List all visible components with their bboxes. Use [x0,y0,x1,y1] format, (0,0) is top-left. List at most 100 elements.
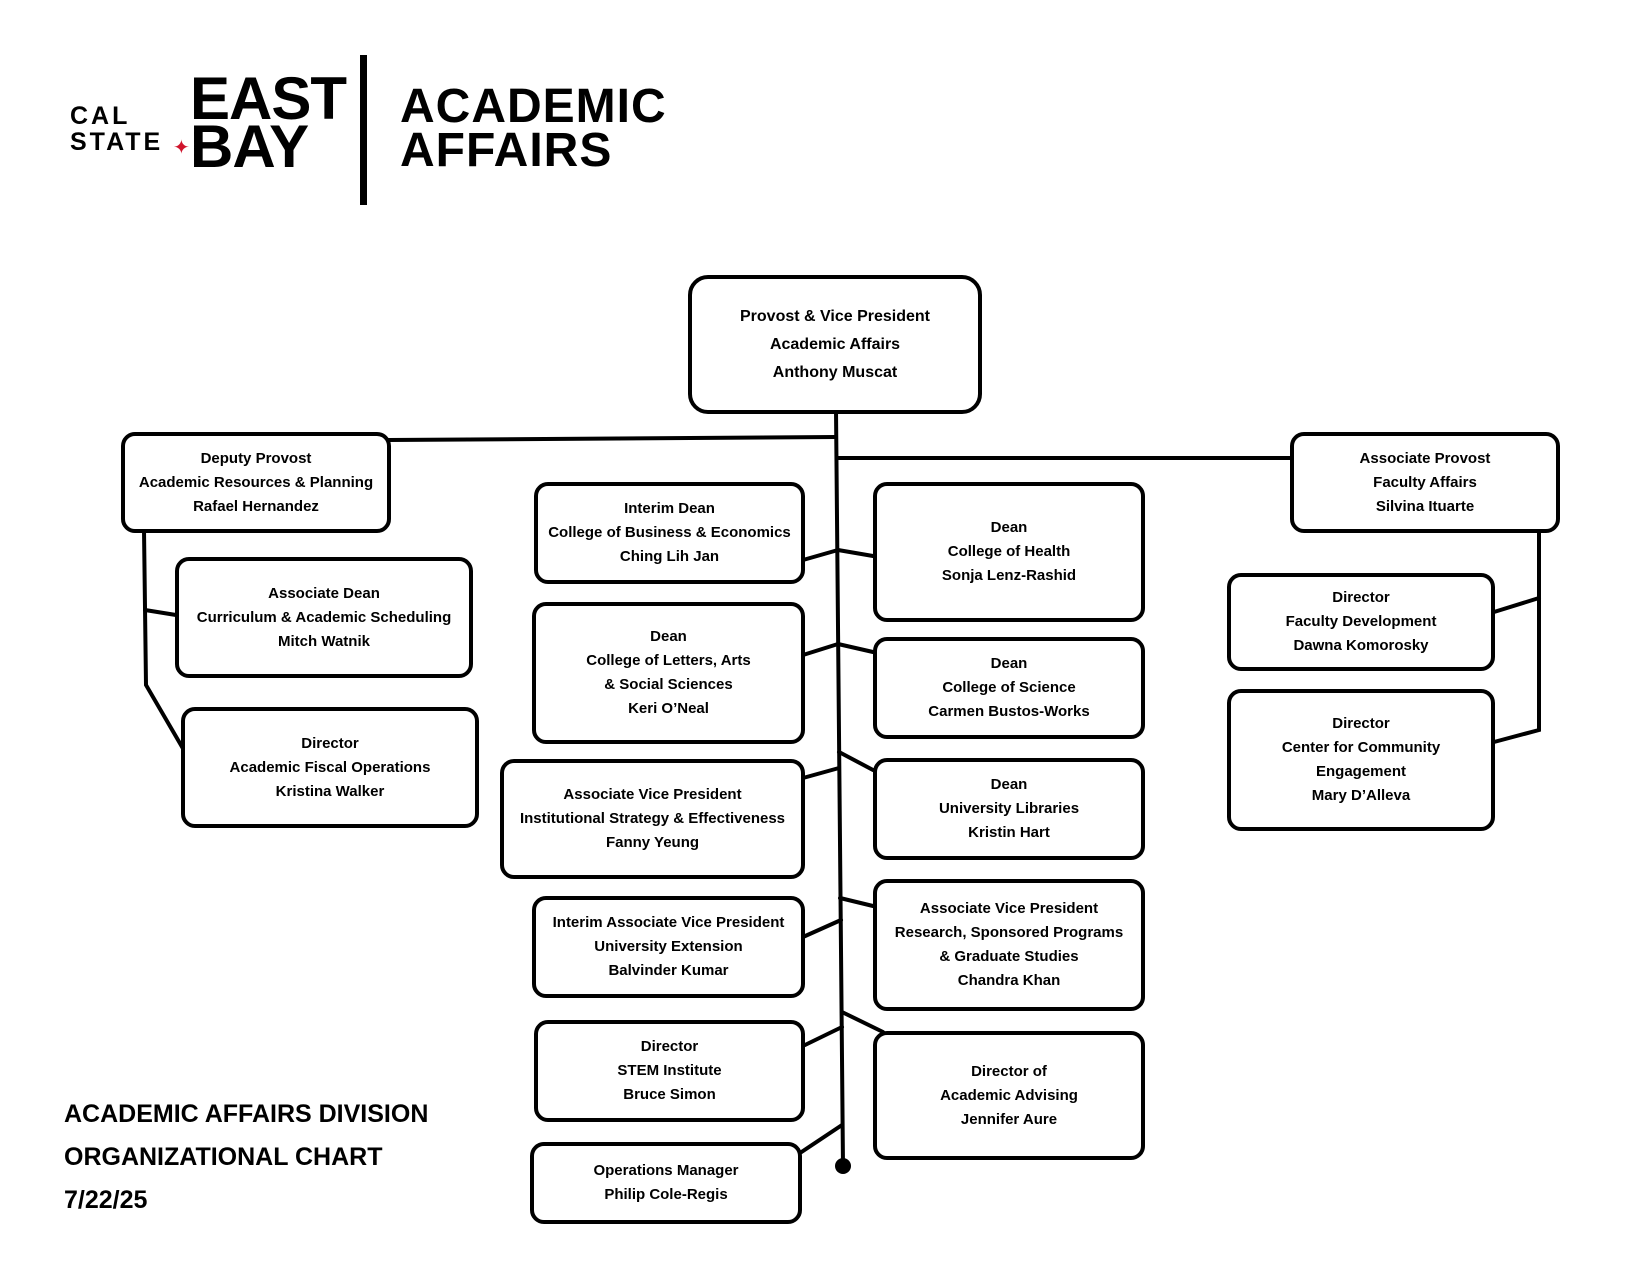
caption-line-1: ACADEMIC AFFAIRS DIVISION [64,1100,429,1128]
faculty-affairs-title: Associate Provost [1359,449,1491,467]
research-unit-2: & Graduate Studies [939,948,1079,965]
university-extension-box: Interim Associate Vice President Univers… [532,896,805,998]
academic-affairs-title: ACADEMIC AFFAIRS [400,80,667,177]
title-line-1: ACADEMIC [400,80,667,133]
ops-name: Philip Cole-Regis [604,1186,728,1203]
faculty-development-box: Director Faculty Development Dawna Komor… [1227,573,1495,671]
faculty-dev-title: Director [1332,589,1390,606]
ise-unit: Institutional Strategy & Effectiveness [519,810,786,827]
title-line-2: AFFAIRS [400,124,613,177]
community-engagement-box: Director Center for Community Engagement… [1227,689,1495,831]
research-name: Chandra Khan [957,972,1061,989]
logo-east-text: EAST [190,65,347,132]
cal-state-east-bay-logo: CAL STATE ✦ EAST BAY ACADEMIC AFFAIRS [70,55,710,205]
health-title: Dean [990,519,1028,536]
connector-class [801,642,840,657]
stem-title: Director [640,1038,699,1055]
assoc-dean-name: Mitch Watnik [278,632,370,650]
research-graduate-box: Associate Vice President Research, Spons… [873,879,1145,1011]
ise-name: Fanny Yeung [605,834,700,851]
connector-health [836,548,875,558]
science-name: Carmen Bustos-Works [928,703,1090,720]
deputy-title: Deputy Provost [200,449,312,467]
ext-name: Balvinder Kumar [608,962,729,979]
cbe-name: Ching Lih Jan [619,548,720,565]
community-unit-1: Center for Community [1281,739,1441,756]
connector-assoc-dean [143,608,178,617]
faculty-dev-name: Dawna Komorosky [1293,637,1429,654]
fiscal-name: Kristina Walker [275,782,385,800]
connector-advising [840,1010,885,1034]
academic-advising-box: Director of Academic Advising Jennifer A… [873,1031,1145,1160]
faculty-affairs-box: Associate Provost Faculty Affairs Silvin… [1290,432,1560,533]
connector-science [836,642,875,654]
assoc-dean-title: Associate Dean [268,584,380,602]
fiscal-title: Director [301,734,359,752]
provost-unit: Academic Affairs [769,335,901,353]
logo-bay-text: BAY [190,113,309,180]
research-title: Associate Vice President [919,900,1099,917]
connector-deputy [386,435,838,442]
provost-name: Anthony Muscat [772,363,898,381]
advising-title: Director of [971,1062,1047,1080]
community-unit-2: Engagement [1315,763,1406,780]
faculty-affairs-name: Silvina Ituarte [1375,497,1475,515]
caption-line-2: ORGANIZATIONAL CHART [64,1143,383,1171]
connector-ise [801,766,841,780]
letters-arts-box: Dean College of Letters, Arts & Social S… [532,602,805,744]
logo-divider [360,55,367,205]
deputy-name: Rafael Hernandez [193,497,319,515]
provost-box: Provost & Vice President Academic Affair… [688,275,982,414]
class-unit-2: & Social Sciences [604,676,733,693]
class-unit-1: College of Letters, Arts [586,652,751,669]
logo-cal-text: CAL [70,102,131,130]
operations-manager-box: Operations Manager Philip Cole-Regis [530,1142,802,1224]
advising-unit: Academic Advising [940,1086,1078,1104]
business-economics-box: Interim Dean College of Business & Econo… [534,482,805,584]
connector-right-subtree [1492,528,1541,744]
deputy-provost-box: Deputy Provost Academic Resources & Plan… [121,432,391,533]
logo-state-text: STATE [70,128,164,156]
connector-cbe [801,548,840,562]
ops-title: Operations Manager [593,1162,739,1179]
deputy-unit: Academic Resources & Planning [138,473,374,491]
associate-dean-box: Associate Dean Curriculum & Academic Sch… [175,557,473,678]
cbe-unit: College of Business & Economics [548,524,791,541]
health-name: Sonja Lenz-Rashid [941,567,1077,584]
advising-name: Jennifer Aure [960,1110,1058,1128]
spine-end-dot [835,1158,851,1174]
fiscal-operations-box: Director Academic Fiscal Operations Kris… [181,707,479,828]
health-unit: College of Health [947,543,1071,560]
provost-title: Provost & Vice President [740,307,930,325]
college-science-box: Dean College of Science Carmen Bustos-Wo… [873,637,1145,739]
stem-name: Bruce Simon [623,1086,716,1103]
fiscal-unit: Academic Fiscal Operations [229,758,431,776]
research-unit-1: Research, Sponsored Programs [894,924,1124,941]
libraries-title: Dean [990,776,1028,793]
logo-east-bay: EAST BAY [190,65,347,180]
ext-unit: University Extension [594,938,743,955]
chart-caption: ACADEMIC AFFAIRS DIVISION ORGANIZATIONAL… [64,1093,428,1222]
science-unit: College of Science [942,679,1076,696]
connector-left-subtree [142,528,187,754]
connector-libraries [837,750,875,772]
connector-research [838,896,875,908]
logo-cal-state: CAL STATE [70,103,163,155]
college-health-box: Dean College of Health Sonja Lenz-Rashid [873,482,1145,622]
star-icon: ✦ [173,137,190,159]
institutional-strategy-box: Associate Vice President Institutional S… [500,759,805,879]
ise-title: Associate Vice President [563,786,742,803]
community-title: Director [1332,715,1390,732]
libraries-name: Kristin Hart [968,824,1050,841]
libraries-unit: University Libraries [938,800,1080,817]
connector-ops [798,1123,844,1155]
connector-ext [801,918,843,939]
community-name: Mary D’Alleva [1311,787,1411,804]
connector-stem [803,1025,844,1047]
stem-unit: STEM Institute [617,1062,722,1079]
assoc-dean-unit: Curriculum & Academic Scheduling [196,608,452,626]
class-name: Keri O’Neal [628,700,709,717]
faculty-dev-unit: Faculty Development [1285,613,1437,630]
faculty-affairs-unit: Faculty Affairs [1373,473,1477,491]
